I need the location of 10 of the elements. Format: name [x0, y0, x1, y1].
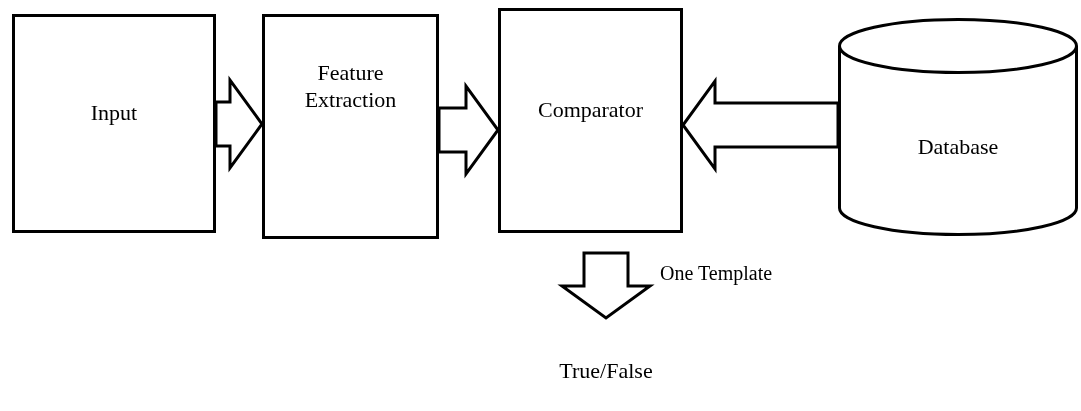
database-cylinder: [838, 18, 1078, 236]
process-box: Feature Extraction: [262, 14, 439, 239]
process-box: Comparator: [498, 8, 683, 233]
result-text: True/False: [556, 320, 656, 384]
block-arrow: [437, 81, 500, 179]
block-arrow: [214, 75, 264, 173]
node-label: Database: [917, 133, 999, 161]
process-box: Input: [12, 14, 216, 233]
block-arrow: [681, 76, 840, 174]
block-arrow: [557, 251, 655, 320]
